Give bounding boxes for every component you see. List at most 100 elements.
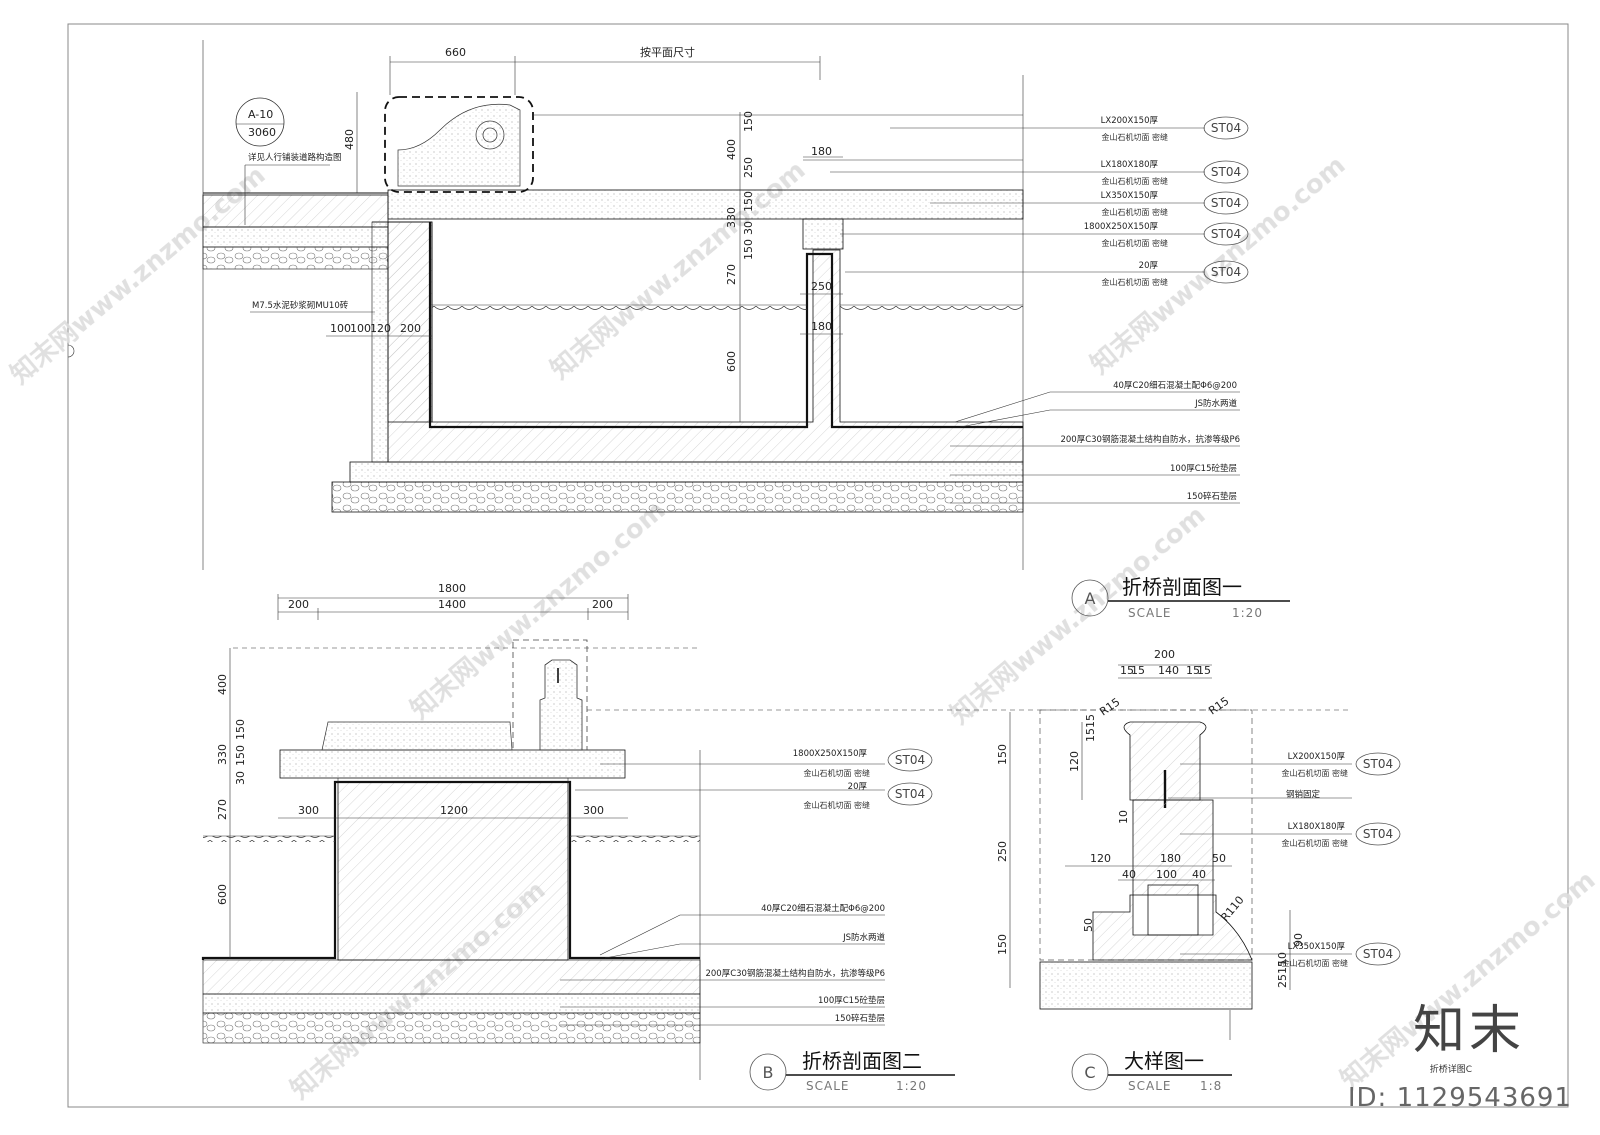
svg-text:JS防水两道: JS防水两道	[842, 932, 885, 943]
svg-text:R15: R15	[1206, 694, 1231, 717]
svg-text:150: 150	[742, 239, 755, 260]
section-b-callouts: 1800X250X150厚 金山石机切面 密缝 ST04 20厚 金山石机切面 …	[575, 748, 933, 810]
svg-text:250: 250	[742, 157, 755, 178]
svg-text:200: 200	[592, 598, 613, 611]
svg-text:SCALE: SCALE	[1128, 1079, 1171, 1093]
svg-text:ST04: ST04	[1211, 265, 1241, 279]
svg-text:R110: R110	[1218, 894, 1246, 924]
svg-text:180: 180	[1160, 852, 1181, 865]
dim-plan: 按平面尺寸	[640, 45, 695, 59]
svg-text:40: 40	[1192, 868, 1206, 881]
svg-text:300: 300	[583, 804, 604, 817]
svg-text:400: 400	[725, 139, 738, 160]
svg-text:150: 150	[234, 719, 247, 740]
svg-text:30: 30	[234, 771, 247, 785]
brand-logo: 知末	[1412, 1001, 1525, 1061]
svg-text:1400: 1400	[438, 598, 466, 611]
svg-text:金山石机切面 密缝: 金山石机切面 密缝	[1281, 768, 1348, 778]
gravel-layer	[331, 481, 1024, 513]
svg-text:300: 300	[298, 804, 319, 817]
svg-text:100厚C15砼垫层: 100厚C15砼垫层	[1170, 463, 1237, 474]
svg-text:金山石机切面 密缝: 金山石机切面 密缝	[803, 768, 870, 778]
svg-text:40: 40	[1122, 868, 1136, 881]
svg-text:140: 140	[1158, 664, 1179, 677]
svg-text:1800X250X150厚: 1800X250X150厚	[1084, 222, 1159, 232]
svg-text:100: 100	[1156, 868, 1177, 881]
svg-text:20厚: 20厚	[1139, 261, 1159, 271]
svg-text:LX200X150厚: LX200X150厚	[1101, 116, 1159, 126]
svg-text:180: 180	[811, 145, 832, 158]
svg-text:180: 180	[811, 320, 832, 333]
section-a-layer-notes: 40厚C20细石混凝土配Φ6@200 JS防水两道 200厚C30钢筋混凝土结构…	[950, 380, 1240, 504]
svg-text:120: 120	[370, 322, 391, 335]
svg-text:150: 150	[234, 745, 247, 766]
svg-text:2515: 2515	[1276, 960, 1289, 988]
railing-post	[539, 659, 583, 751]
svg-text:钢销固定: 钢销固定	[1286, 789, 1321, 800]
section-a: 660 按平面尺寸 480 400 150 250 330 150 30 150…	[202, 40, 1290, 620]
svg-text:150: 150	[742, 111, 755, 132]
svg-text:金山石机切面 密缝: 金山石机切面 密缝	[1281, 958, 1348, 968]
svg-text:120: 120	[1090, 852, 1111, 865]
svg-text:B: B	[763, 1063, 774, 1082]
svg-text:1:20: 1:20	[1232, 606, 1263, 620]
c15-layer	[349, 461, 1024, 483]
ref-circle	[235, 97, 285, 147]
svg-text:LX350X150厚: LX350X150厚	[1101, 191, 1159, 201]
svg-text:1800X250X150厚: 1800X250X150厚	[793, 749, 868, 759]
svg-text:250: 250	[811, 280, 832, 293]
svg-text:ST04: ST04	[1363, 827, 1393, 841]
svg-text:15: 15	[1186, 664, 1200, 677]
svg-text:ST04: ST04	[1211, 165, 1241, 179]
svg-text:200: 200	[288, 598, 309, 611]
svg-text:150碎石垫层: 150碎石垫层	[1187, 491, 1237, 502]
svg-text:100: 100	[350, 322, 371, 335]
svg-text:15: 15	[1131, 664, 1145, 677]
section-a-callouts: LX200X150厚 金山石机切面 密缝 ST04 LX180X180厚 金山石…	[830, 116, 1249, 287]
detail-cap	[1123, 721, 1207, 801]
sheet-border	[67, 23, 1569, 1108]
svg-text:金山石机切面 密缝: 金山石机切面 密缝	[1101, 207, 1168, 217]
svg-text:15: 15	[1120, 664, 1134, 677]
svg-text:40厚C20细石混凝土配Φ6@200: 40厚C20细石混凝土配Φ6@200	[1113, 380, 1237, 391]
svg-text:100厚C15砼垫层: 100厚C15砼垫层	[818, 995, 885, 1006]
svg-text:ST04: ST04	[895, 787, 925, 801]
brand-sub: 折桥详图C	[1429, 1065, 1472, 1075]
detail-base	[1092, 894, 1253, 961]
detail-c-title-text: 大样图一	[1124, 1049, 1204, 1073]
section-b-title: B 折桥剖面图二 SCALE 1:20	[749, 1049, 955, 1093]
brand-id: ID: 1129543691	[1347, 1083, 1572, 1113]
detail-c-callouts: LX200X150厚 金山石机切面 密缝 ST04 钢销固定 LX180X180…	[1168, 752, 1401, 968]
section-b-layer-notes: 40厚C20细石混凝土配Φ6@200 JS防水两道 200厚C30钢筋混凝土结构…	[560, 903, 885, 1026]
svg-text:200: 200	[400, 322, 421, 335]
svg-text:ST04: ST04	[1211, 196, 1241, 210]
svg-text:270: 270	[725, 264, 738, 285]
svg-text:A: A	[1085, 589, 1096, 608]
svg-text:40厚C20细石混凝土配Φ6@200: 40厚C20细石混凝土配Φ6@200	[761, 903, 885, 914]
svg-text:1:8: 1:8	[1200, 1079, 1222, 1093]
svg-text:200: 200	[1154, 648, 1175, 661]
svg-text:400: 400	[216, 674, 229, 695]
svg-text:ST04: ST04	[895, 753, 925, 767]
svg-text:LX180X180厚: LX180X180厚	[1101, 160, 1159, 170]
svg-text:金山石机切面 密缝: 金山石机切面 密缝	[1281, 838, 1348, 848]
svg-text:金山石机切面 密缝: 金山石机切面 密缝	[1101, 277, 1168, 287]
detail-c: 200 15 15 140 15 15 R15 R15 150 250 150 …	[996, 648, 1401, 1093]
svg-text:150: 150	[996, 934, 1009, 955]
svg-text:120: 120	[1068, 751, 1081, 772]
svg-text:150碎石垫层: 150碎石垫层	[835, 1013, 885, 1024]
svg-text:1800: 1800	[438, 582, 466, 595]
section-a-title: A 折桥剖面图一 SCALE 1:20	[1071, 575, 1290, 620]
ref-top: A-10	[248, 108, 273, 121]
svg-text:ST04: ST04	[1363, 757, 1393, 771]
svg-text:LX200X150厚: LX200X150厚	[1288, 752, 1346, 762]
section-b-title-text: 折桥剖面图二	[802, 1049, 922, 1073]
svg-text:ST04: ST04	[1211, 227, 1241, 241]
section-a-title-text: 折桥剖面图一	[1122, 575, 1242, 599]
svg-text:20厚: 20厚	[848, 782, 868, 792]
detail-c-title: C 大样图一 SCALE 1:8	[1071, 1049, 1232, 1093]
svg-text:330: 330	[725, 207, 738, 228]
svg-text:150: 150	[996, 744, 1009, 765]
